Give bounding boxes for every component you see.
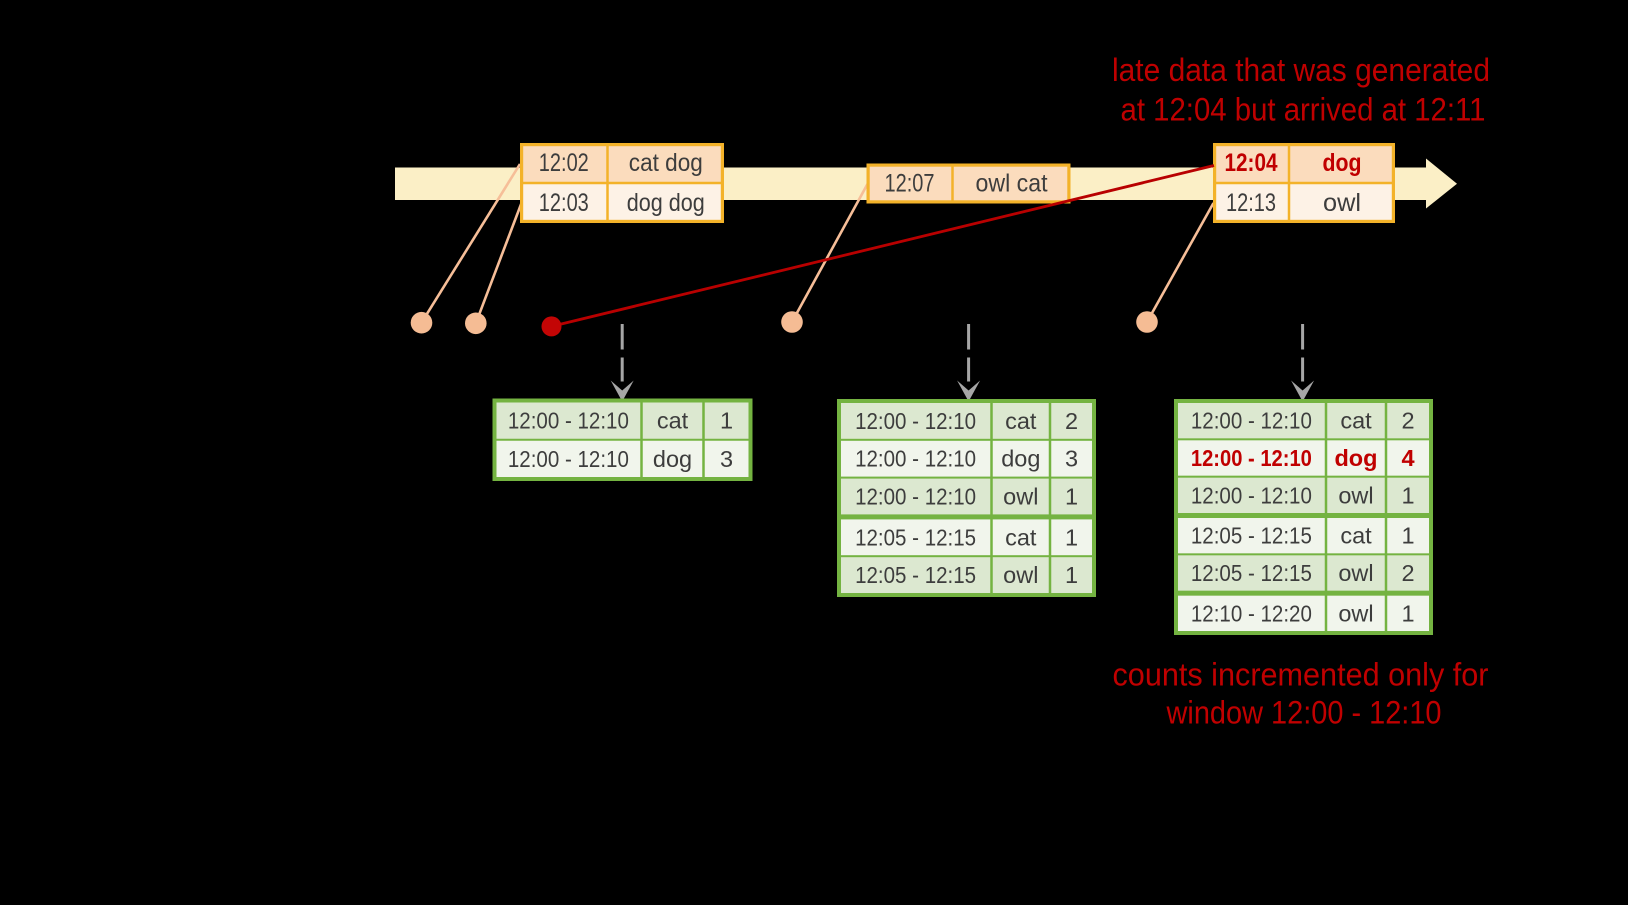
svg-text:cat: cat [1005, 524, 1037, 550]
svg-text:12:00 - 12:10: 12:00 - 12:10 [855, 446, 976, 472]
svg-text:1: 1 [1065, 562, 1078, 588]
svg-text:12:00 - 12:10: 12:00 - 12:10 [1191, 445, 1312, 471]
svg-text:12:10 - 12:20: 12:10 - 12:20 [1191, 600, 1312, 626]
svg-text:dog: dog [1001, 446, 1040, 472]
svg-text:dog: dog [1323, 149, 1362, 177]
svg-text:cat dog: cat dog [629, 149, 703, 177]
svg-text:cat: cat [1340, 523, 1372, 549]
svg-text:owl: owl [1003, 562, 1038, 588]
svg-text:cat: cat [1005, 408, 1037, 434]
svg-text:1: 1 [1065, 524, 1078, 550]
svg-text:12:00 - 12:10: 12:00 - 12:10 [855, 484, 976, 510]
svg-text:1: 1 [1402, 523, 1415, 549]
svg-text:at 12:04 but arrived at 12:11: at 12:04 but arrived at 12:11 [1121, 92, 1486, 128]
svg-text:12:00 - 12:10: 12:00 - 12:10 [1191, 482, 1312, 508]
svg-text:window 12:00 - 12:10: window 12:00 - 12:10 [1166, 695, 1442, 731]
svg-text:12:05 - 12:15: 12:05 - 12:15 [1191, 523, 1312, 549]
svg-text:dog: dog [653, 446, 692, 472]
svg-text:2: 2 [1402, 560, 1415, 586]
svg-text:4: 4 [1402, 445, 1415, 471]
svg-text:1: 1 [1065, 484, 1078, 510]
svg-text:2: 2 [1402, 408, 1415, 434]
svg-text:1: 1 [1402, 600, 1415, 626]
svg-text:owl: owl [1323, 189, 1361, 217]
svg-text:12:00 - 12:10: 12:00 - 12:10 [1191, 408, 1312, 434]
svg-text:12:05 - 12:15: 12:05 - 12:15 [855, 562, 976, 588]
svg-text:12:05 - 12:15: 12:05 - 12:15 [1191, 560, 1312, 586]
svg-text:cat: cat [1340, 408, 1372, 434]
svg-text:owl: owl [1338, 560, 1373, 586]
svg-text:12:05 - 12:15: 12:05 - 12:15 [855, 524, 976, 550]
svg-text:counts incremented only for: counts incremented only for [1113, 657, 1489, 693]
svg-text:2: 2 [1065, 408, 1078, 434]
svg-text:12:07: 12:07 [885, 170, 935, 198]
svg-text:12:00 - 12:10: 12:00 - 12:10 [855, 408, 976, 434]
svg-text:1: 1 [720, 408, 733, 434]
svg-text:12:04: 12:04 [1225, 149, 1278, 177]
svg-text:owl: owl [1338, 482, 1373, 508]
svg-text:12:00 - 12:10: 12:00 - 12:10 [508, 446, 629, 472]
svg-text:12:03: 12:03 [539, 189, 589, 217]
svg-text:1: 1 [1402, 482, 1415, 508]
svg-text:3: 3 [720, 446, 733, 472]
svg-text:owl: owl [1003, 484, 1038, 510]
svg-text:owl cat: owl cat [976, 170, 1048, 198]
svg-text:dog dog: dog dog [627, 189, 705, 217]
svg-text:3: 3 [1065, 446, 1078, 472]
svg-text:cat: cat [657, 408, 689, 434]
svg-text:late data that was generated: late data that was generated [1112, 52, 1490, 88]
svg-text:12:00 - 12:10: 12:00 - 12:10 [508, 408, 629, 434]
svg-text:dog: dog [1334, 445, 1377, 471]
svg-text:12:02: 12:02 [539, 149, 589, 177]
svg-text:12:13: 12:13 [1226, 189, 1276, 217]
svg-text:owl: owl [1338, 600, 1373, 626]
